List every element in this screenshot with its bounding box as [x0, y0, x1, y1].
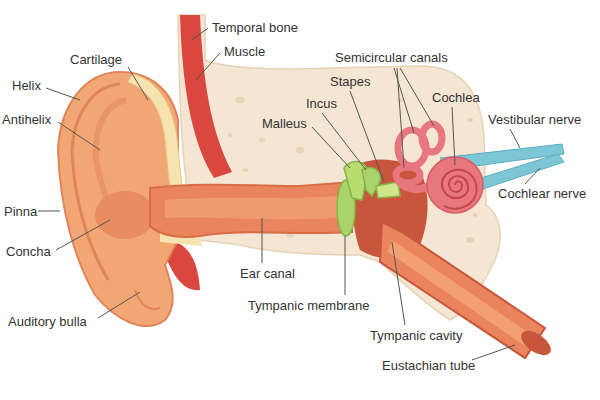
part-label: Pinna	[4, 204, 37, 219]
part-label: Muscle	[224, 44, 265, 59]
part-label: Vestibular nerve	[488, 112, 581, 127]
part-label: Temporal bone	[212, 20, 298, 35]
part-label: Cochlear nerve	[498, 186, 586, 201]
part-label: Ear canal	[240, 266, 295, 281]
part-label: Incus	[306, 96, 337, 111]
part-label: Tympanic membrane	[248, 298, 369, 313]
part-label: Cochlea	[432, 90, 480, 105]
part-label: Eustachian tube	[382, 358, 475, 373]
part-label: Antihelix	[2, 112, 51, 127]
part-label: Tympanic cavity	[370, 328, 462, 343]
part-label: Concha	[6, 244, 51, 259]
part-label: Cartilage	[70, 52, 122, 67]
part-label: Helix	[12, 78, 41, 93]
part-label: Stapes	[330, 74, 370, 89]
part-label: Auditory bulla	[8, 314, 87, 329]
part-label: Semicircular canals	[335, 50, 448, 65]
part-label: Malleus	[262, 116, 307, 131]
